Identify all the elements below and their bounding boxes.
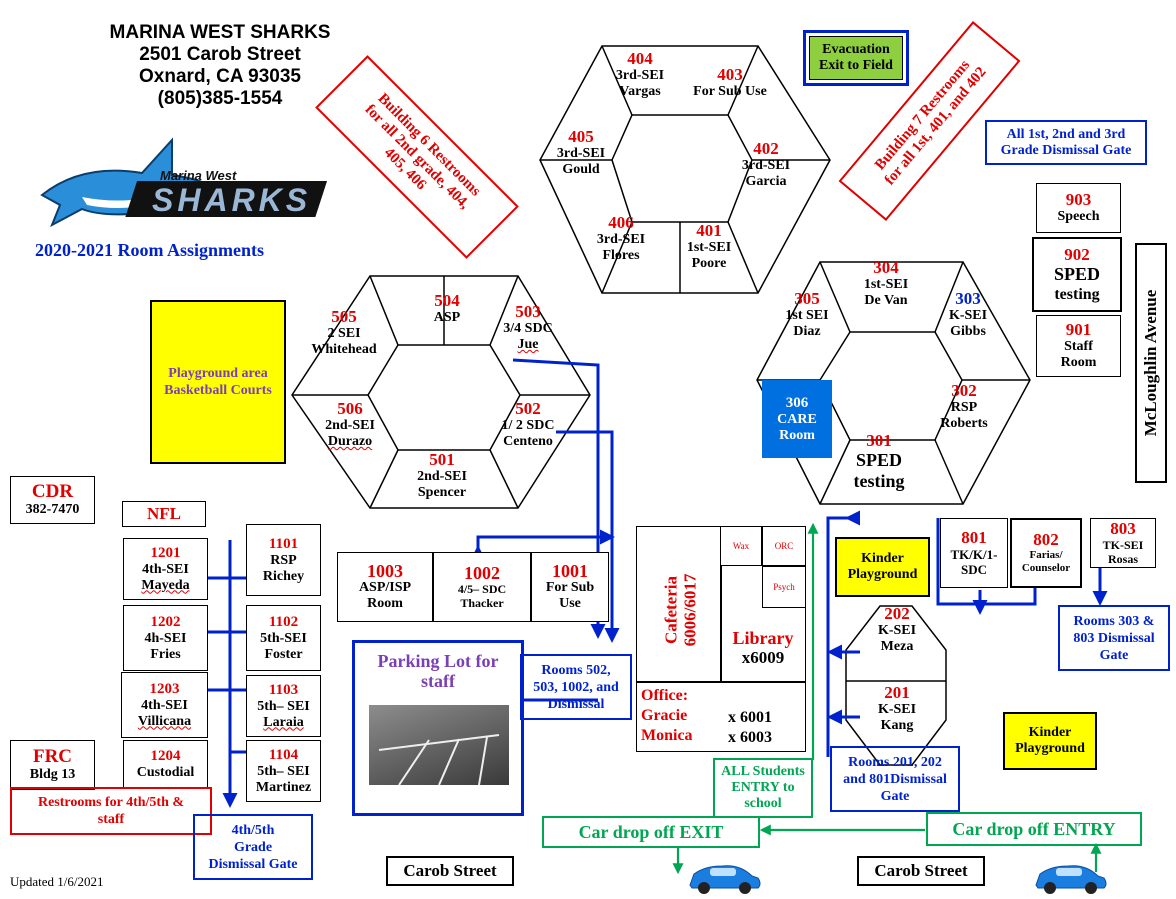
- school-name: MARINA WEST SHARKS: [109, 22, 331, 43]
- evacuation-line2: Exit to Field: [819, 58, 893, 73]
- room-502: 502 1/ 2 SDC Centeno: [501, 399, 555, 450]
- room-802: 802 Farias/ Counselor: [1010, 518, 1082, 588]
- updated-note: Updated 1/6/2021: [10, 874, 104, 889]
- car-icon-left: [689, 865, 761, 894]
- evacuation-line1: Evacuation: [822, 42, 890, 57]
- office-divider: [636, 681, 806, 683]
- room-1101: 1101 RSP Richey: [246, 524, 321, 596]
- parking-photo: [369, 705, 509, 785]
- hex-400-outline: [539, 45, 831, 294]
- room-orc: ORC: [762, 526, 806, 566]
- room-506: 506 2nd-SEI Durazo: [325, 399, 375, 450]
- room-803: 803 TK-SEI Rosas: [1090, 518, 1156, 568]
- hex-300-outline: [756, 261, 1031, 505]
- room-302: 302 RSP Roberts: [940, 381, 988, 432]
- room-903: 903 Speech: [1036, 183, 1121, 233]
- room-1203: 1203 4th-SEI Villicana: [121, 672, 208, 738]
- carob-street-left: Carob Street: [386, 856, 514, 886]
- room-403: 403 For Sub Use: [693, 65, 767, 100]
- room-401: 401 1st-SEI Poore: [686, 221, 732, 272]
- kinder-playground-1: Kinder Playground: [835, 537, 930, 597]
- parking-lines-icon: [378, 734, 500, 785]
- room-1103: 1103 5th– SEI Laraia: [246, 675, 321, 737]
- evacuation-exit: Evacuation Exit to Field: [803, 30, 909, 86]
- playground-line1: Playground area: [168, 366, 268, 381]
- car-icon-right: [1035, 865, 1107, 894]
- cafeteria-divider: [720, 526, 722, 681]
- room-902: 902 SPED testing: [1032, 237, 1122, 312]
- room-901: 901 Staff Room: [1036, 315, 1121, 377]
- cdr-building: CDR 382-7470: [10, 476, 95, 524]
- school-city: Oxnard, CA 93035: [139, 66, 301, 87]
- gate-1st-2nd-3rd: All 1st, 2nd and 3rd Grade Dismissal Gat…: [985, 120, 1147, 165]
- room-1102: 1102 5th-SEI Foster: [246, 605, 321, 671]
- hex-200-outline: [845, 605, 947, 766]
- parking-line2: staff: [421, 671, 455, 691]
- room-psych: Psych: [762, 566, 806, 608]
- cafeteria: Cafeteria 6006/6017: [660, 573, 699, 647]
- room-1201: 1201 4th-SEI Mayeda: [123, 538, 208, 600]
- nfl-building: NFL: [122, 501, 206, 527]
- year-label: 2020-2021 Room Assignments: [35, 240, 265, 260]
- school-street: 2501 Carob Street: [139, 44, 301, 65]
- shark-icon: [40, 137, 328, 228]
- room-405: 405 3rd-SEI Gould: [556, 127, 606, 178]
- gate-502-503-1002: Rooms 502, 503, 1002, and Dismissal: [520, 654, 632, 720]
- room-801: 801 TK/K/1- SDC: [940, 518, 1008, 588]
- car-drop-exit: Car drop off EXIT: [542, 816, 760, 848]
- parking-line1: Parking Lot for: [377, 651, 499, 671]
- shark-logo: [22, 135, 347, 235]
- room-503: 503 3/4 SDC Jue: [503, 302, 553, 353]
- restrooms-4th-5th: Restrooms for 4th/5th & staff: [10, 787, 212, 835]
- playground-line2: Basketball Courts: [164, 383, 272, 398]
- room-wax: Wax: [720, 526, 762, 566]
- staff-parking-lot: Parking Lot for staff: [352, 640, 524, 816]
- all-students-entry: ALL Students ENTRY to school: [713, 758, 813, 818]
- room-1001: 1001 For Sub Use: [531, 552, 609, 622]
- room-1003: 1003 ASP/ISP Room: [337, 552, 433, 622]
- library: Library x6009: [732, 628, 794, 667]
- room-404: 404 3rd-SEI Vargas: [615, 49, 665, 100]
- room-305: 305 1st SEI Diaz: [785, 289, 829, 340]
- room-501: 501 2nd-SEI Spencer: [417, 450, 467, 501]
- room-201: 201 K-SEI Kang: [877, 683, 917, 734]
- room-504: 504 ASP: [433, 291, 461, 326]
- mcloughlin-avenue-label: McLoughlin Avenue: [1141, 289, 1160, 437]
- frc-building: FRC Bldg 13: [10, 740, 95, 790]
- gate-201-202-801: Rooms 201, 202 and 801Dismissal Gate: [830, 746, 960, 812]
- room-406: 406 3rd-SEI Flores: [596, 213, 646, 264]
- logo-text-top: Marina West: [160, 168, 237, 183]
- gate-123-line1: All 1st, 2nd and 3rd: [1006, 126, 1126, 142]
- room-1202: 1202 4h-SEI Fries: [123, 605, 208, 671]
- office-extensions: x 6001 x 6003: [728, 709, 772, 746]
- room-304: 304 1st-SEI De Van: [863, 258, 909, 309]
- school-address: MARINA WEST SHARKS 2501 Carob Street Oxn…: [80, 22, 360, 110]
- green-routes: [672, 522, 1102, 875]
- gate-4th-5th: 4th/5th Grade Dismissal Gate: [193, 814, 313, 880]
- room-303: 303 K-SEI Gibbs: [948, 289, 988, 340]
- gate-123-line2: Grade Dismissal Gate: [1000, 142, 1132, 158]
- school-phone: (805)385-1554: [157, 88, 283, 109]
- room-301: 301 SPED testing: [853, 431, 905, 492]
- room-306-care: 306 CARE Room: [762, 380, 832, 458]
- room-202: 202 K-SEI Meza: [877, 604, 917, 655]
- carob-street-right: Carob Street: [857, 856, 985, 886]
- car-drop-entry: Car drop off ENTRY: [926, 812, 1142, 846]
- kinder-playground-2: Kinder Playground: [1003, 712, 1097, 770]
- logo-text-main: SHARKS: [152, 182, 312, 218]
- playground-area: Playground area Basketball Courts: [150, 300, 286, 464]
- room-1204: 1204 Custodial: [123, 740, 208, 788]
- room-402: 402 3rd-SEI Garcia: [741, 139, 791, 190]
- office-title: Office: Gracie Monica: [641, 687, 693, 744]
- hex-500-outline: [291, 275, 591, 509]
- room-1002: 1002 4/5– SDC Thacker: [433, 552, 531, 622]
- room-505: 505 2 SEI Whitehead: [311, 307, 377, 358]
- room-1104: 1104 5th– SEI Martinez: [246, 740, 321, 802]
- gate-303-803: Rooms 303 & 803 Dismissal Gate: [1058, 605, 1170, 671]
- mcloughlin-avenue-box: [1135, 243, 1167, 483]
